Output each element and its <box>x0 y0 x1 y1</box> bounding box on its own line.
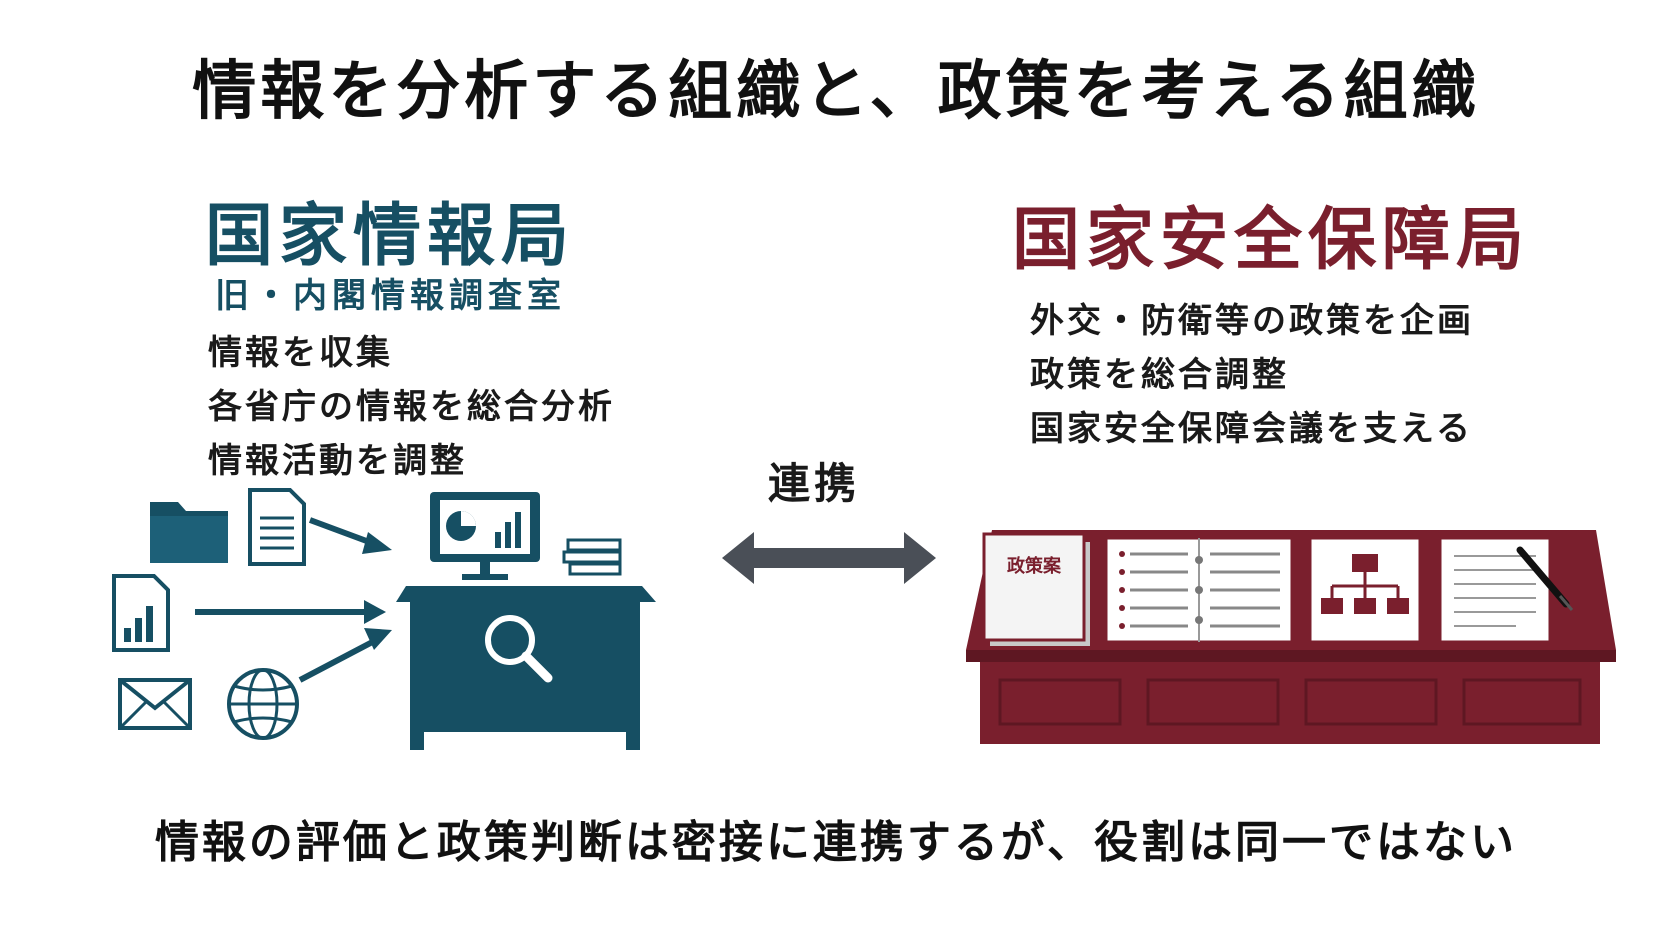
magnifier-icon <box>485 615 553 683</box>
binder-checklist-icon <box>1104 536 1294 644</box>
bottom-message: 情報の評価と政策判断は密接に連携するが、役割は同一ではない <box>154 817 1518 868</box>
page-title: 情報を分析する組織と、政策を考える組織 <box>192 55 1480 129</box>
left-org-name: 国家情報局 <box>205 197 576 276</box>
right-role-item: 国家安全保障会議を支える <box>1030 409 1473 449</box>
globe-icon <box>227 668 299 740</box>
document-icon <box>248 488 306 566</box>
left-role-item: 情報を収集 <box>208 333 393 373</box>
mail-icon <box>118 678 192 730</box>
left-illustration <box>112 488 656 750</box>
left-role-item: 各省庁の情報を総合分析 <box>208 387 615 427</box>
link-label: 連携 <box>768 459 861 508</box>
right-role-item: 外交・防衛等の政策を企画 <box>1030 301 1474 341</box>
left-role-item: 情報活動を調整 <box>208 441 467 481</box>
chart-document-icon <box>112 574 170 652</box>
policy-book-icon: 政策案 <box>982 532 1090 646</box>
desk-icon <box>396 586 656 750</box>
folder-icon <box>150 502 228 563</box>
right-role-item: 政策を総合調整 <box>1030 355 1289 395</box>
right-org-roles: 外交・防衛等の政策を企画 政策を総合調整 国家安全保障会議を支える <box>1030 294 1474 456</box>
right-org-name: 国家安全保障局 <box>1012 201 1531 280</box>
left-org-roles: 情報を収集 各省庁の情報を総合分析 情報活動を調整 <box>208 326 615 488</box>
notepad-pen-icon <box>1438 536 1574 644</box>
org-chart-icon <box>1308 536 1422 644</box>
arrow-icon <box>195 517 392 683</box>
policy-book-label: 政策案 <box>1007 555 1062 577</box>
book-stack-icon <box>562 538 622 576</box>
double-arrow-icon <box>722 532 936 584</box>
left-org-subtitle: 旧・内閣情報調査室 <box>215 276 566 316</box>
monitor-chart-icon <box>430 492 540 580</box>
right-illustration: 政策案 <box>966 530 1616 744</box>
